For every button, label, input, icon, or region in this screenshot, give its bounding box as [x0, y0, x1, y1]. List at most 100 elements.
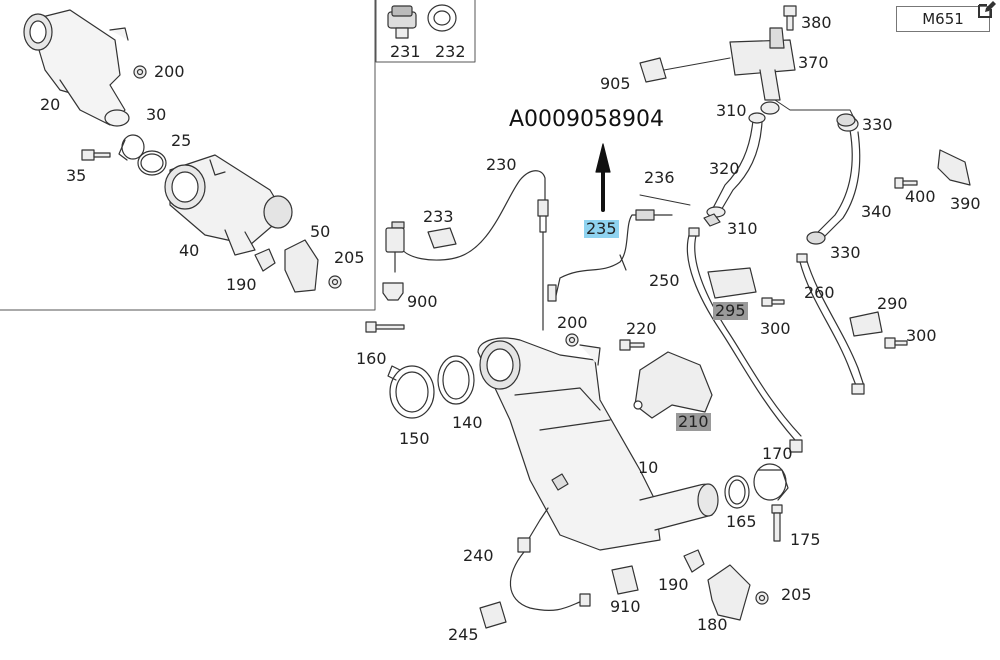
- callout-210[interactable]: 210: [676, 412, 711, 431]
- part-number-title: A0009058904: [509, 107, 665, 132]
- bracket-290-drawing: [849, 311, 883, 337]
- callout-250[interactable]: 250: [649, 271, 680, 290]
- callout-235-selected[interactable]: 235: [584, 219, 619, 238]
- bracket-210-drawing: [633, 351, 713, 419]
- nut-200b-drawing: [565, 333, 579, 347]
- hose-340-drawing: [814, 116, 861, 239]
- callout-320[interactable]: 320: [709, 159, 740, 178]
- ring-25-drawing: [137, 150, 167, 176]
- callout-30[interactable]: 30: [146, 105, 167, 124]
- callout-300-mid[interactable]: 300: [760, 319, 791, 338]
- callout-295[interactable]: 295: [713, 301, 748, 320]
- plug-231-drawing: [387, 5, 417, 39]
- callout-170[interactable]: 170: [762, 444, 793, 463]
- pipe-250-drawing: [686, 227, 803, 453]
- callout-245[interactable]: 245: [448, 625, 479, 644]
- tube-from-370: [774, 99, 856, 121]
- clip-330a-drawing: [836, 113, 856, 127]
- bolt-160-drawing: [365, 321, 405, 333]
- bolt-35-drawing: [81, 149, 111, 161]
- bolt-175-drawing: [771, 504, 783, 542]
- clip-190b-drawing: [683, 549, 705, 573]
- clip-310a-drawing: [760, 101, 780, 115]
- callout-400[interactable]: 400: [905, 187, 936, 206]
- callout-380[interactable]: 380: [801, 13, 832, 32]
- callout-220[interactable]: 220: [626, 319, 657, 338]
- callout-205-main[interactable]: 205: [781, 585, 812, 604]
- inset-frame-left: [0, 0, 376, 311]
- callout-233[interactable]: 233: [423, 207, 454, 226]
- nut-205a-drawing: [328, 275, 342, 289]
- callout-310-mid[interactable]: 310: [727, 219, 758, 238]
- arrow-to-235: [595, 143, 611, 212]
- callout-910[interactable]: 910: [610, 597, 641, 616]
- bracket-295-drawing: [707, 267, 757, 299]
- callout-205-inset[interactable]: 205: [334, 248, 365, 267]
- callout-25[interactable]: 25: [171, 131, 192, 150]
- callout-232[interactable]: 232: [435, 42, 466, 61]
- callout-200-inset[interactable]: 200: [154, 62, 185, 81]
- bolt-400-drawing: [894, 177, 918, 189]
- callout-330-mid[interactable]: 330: [830, 243, 861, 262]
- callout-165[interactable]: 165: [726, 512, 757, 531]
- model-code-box: M651: [896, 6, 990, 32]
- inset-filter-assembly-drawing: [23, 9, 130, 127]
- callout-50[interactable]: 50: [310, 222, 331, 241]
- sensor-230-drawing: [385, 170, 549, 331]
- callout-160[interactable]: 160: [356, 349, 387, 368]
- bracket-180-drawing: [707, 564, 751, 621]
- callout-370[interactable]: 370: [798, 53, 829, 72]
- bracket-50-drawing: [284, 239, 319, 293]
- callout-140[interactable]: 140: [452, 413, 483, 432]
- callout-190-inset[interactable]: 190: [226, 275, 257, 294]
- callout-310-top[interactable]: 310: [716, 101, 747, 120]
- callout-200-main[interactable]: 200: [557, 313, 588, 332]
- inset-frame-small: [375, 0, 476, 63]
- edit-pencil-icon[interactable]: [976, 0, 996, 20]
- bracket-390-drawing: [937, 149, 971, 186]
- callout-260[interactable]: 260: [804, 283, 835, 302]
- nut-200a-drawing: [133, 65, 147, 79]
- callout-390[interactable]: 390: [950, 194, 981, 213]
- connector-910-drawing: [611, 565, 639, 595]
- callout-330-top[interactable]: 330: [862, 115, 893, 134]
- seal-ring-232-drawing: [427, 4, 457, 32]
- bolt-300b-drawing: [884, 337, 908, 349]
- line-235-drawing: [547, 209, 673, 302]
- bolt-380-drawing: [783, 5, 797, 31]
- pipe-260-drawing: [796, 253, 865, 395]
- bolt-300a-drawing: [761, 297, 785, 307]
- clip-190a-drawing: [254, 248, 276, 272]
- holder-245-drawing: [479, 601, 507, 629]
- connector-905-drawing: [639, 57, 731, 83]
- callout-180[interactable]: 180: [697, 615, 728, 634]
- clamp-150-drawing: [387, 365, 435, 419]
- callout-10[interactable]: 10: [638, 458, 659, 477]
- callout-290[interactable]: 290: [877, 294, 908, 313]
- callout-900[interactable]: 900: [407, 292, 438, 311]
- callout-40[interactable]: 40: [179, 241, 200, 260]
- callout-905[interactable]: 905: [600, 74, 631, 93]
- holder-233-drawing: [427, 227, 457, 249]
- ring-140-drawing: [437, 355, 475, 405]
- callout-35[interactable]: 35: [66, 166, 87, 185]
- callout-190-main[interactable]: 190: [658, 575, 689, 594]
- clip-310b-drawing: [703, 213, 721, 227]
- callout-300-right[interactable]: 300: [906, 326, 937, 345]
- filter-10-drawing: [477, 337, 719, 551]
- clamp-170-drawing: [753, 463, 789, 501]
- callout-231[interactable]: 231: [390, 42, 421, 61]
- callout-20[interactable]: 20: [40, 95, 61, 114]
- clip-330b-drawing: [806, 231, 826, 245]
- callout-236[interactable]: 236: [644, 168, 675, 187]
- callout-240[interactable]: 240: [463, 546, 494, 565]
- clamp-30-drawing: [118, 134, 145, 161]
- filter-40-drawing: [164, 154, 293, 256]
- bolt-220-drawing: [619, 339, 645, 351]
- callout-175[interactable]: 175: [790, 530, 821, 549]
- nut-205b-drawing: [755, 591, 769, 605]
- callout-150[interactable]: 150: [399, 429, 430, 448]
- callout-340[interactable]: 340: [861, 202, 892, 221]
- callout-230[interactable]: 230: [486, 155, 517, 174]
